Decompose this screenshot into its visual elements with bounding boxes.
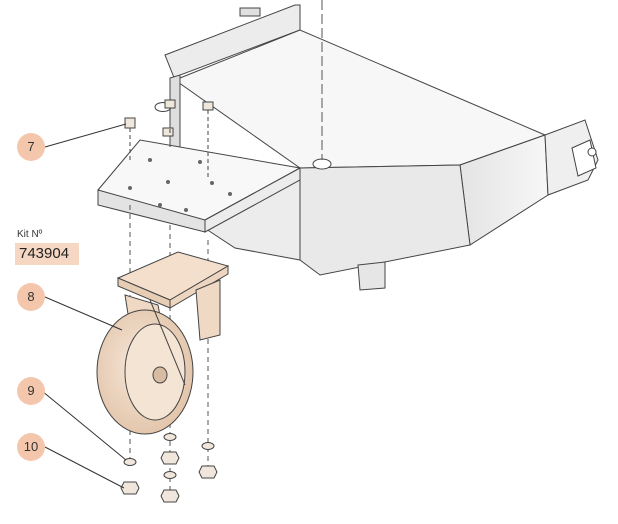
kit-number-value: 743904 [15,243,79,265]
kit-number-label: Kit Nº [17,229,43,240]
callout-9: 9 [17,377,45,405]
callout-8: 8 [17,283,45,311]
mounting-plate [97,139,302,233]
callout-7: 7 [17,133,45,161]
washers-nuts [120,433,218,503]
frame-chassis [154,4,599,291]
callout-10: 10 [17,433,45,461]
caster-wheel [96,251,230,435]
bolts [124,99,214,180]
leader-lines [41,123,127,489]
